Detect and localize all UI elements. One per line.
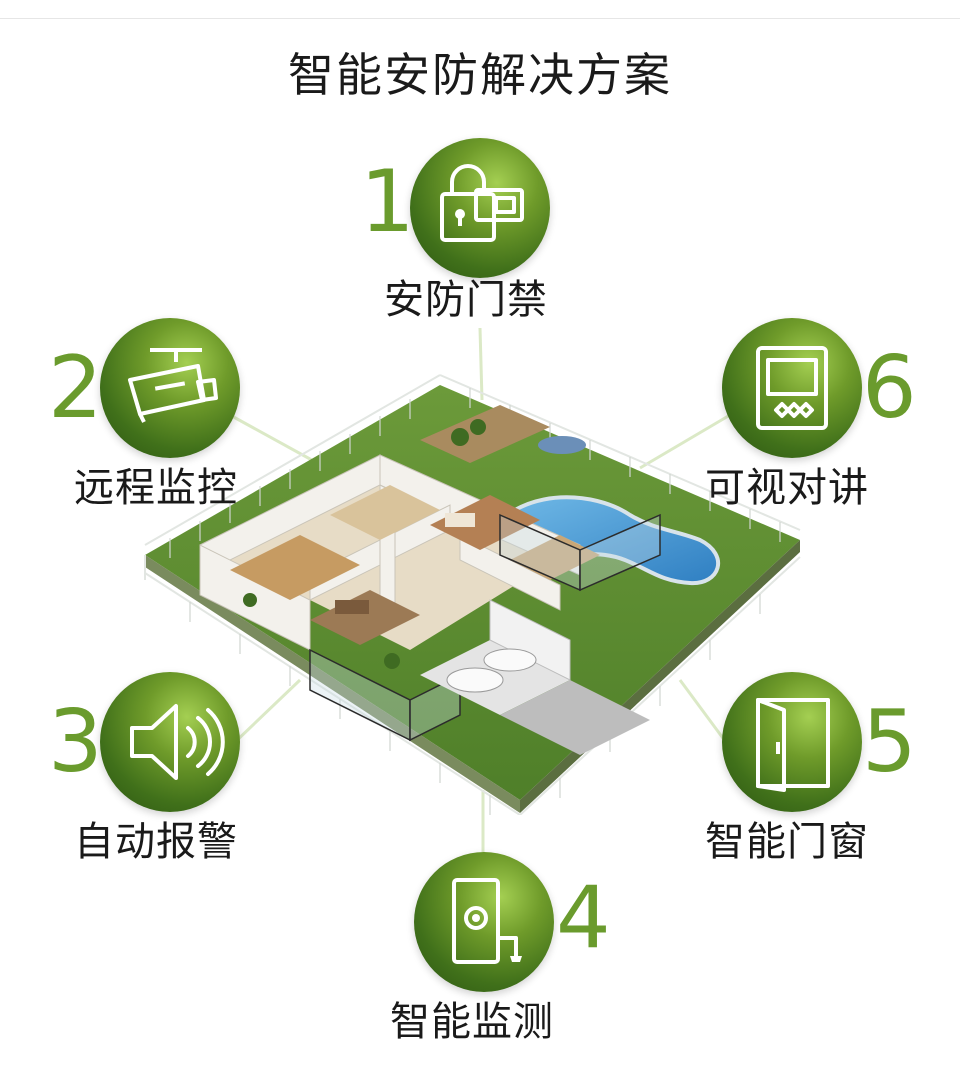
page-title: 智能安防解决方案 bbox=[288, 48, 672, 102]
auto-alarm-circle[interactable] bbox=[100, 672, 240, 812]
video-intercom-icon bbox=[756, 346, 828, 430]
feature-label-5: 智能门窗 bbox=[705, 819, 869, 865]
feature-label-1: 安防门禁 bbox=[384, 277, 548, 323]
lawn-edge-left bbox=[145, 555, 520, 813]
house-illustration bbox=[144, 374, 801, 815]
feature-number-2: 2 bbox=[48, 338, 103, 438]
connector-5 bbox=[678, 679, 730, 746]
garage-wall bbox=[489, 599, 571, 681]
smart-door-icon bbox=[756, 698, 830, 792]
remote-monitoring-circle[interactable] bbox=[100, 318, 240, 458]
feature-number-4: 4 bbox=[556, 868, 611, 968]
feature-label-6: 可视对讲 bbox=[705, 465, 869, 511]
security-camera-icon bbox=[128, 348, 218, 423]
access-control-circle[interactable] bbox=[410, 138, 550, 278]
feature-number-5: 5 bbox=[862, 692, 917, 792]
trees bbox=[243, 419, 486, 669]
umbrella bbox=[538, 436, 586, 454]
top-divider bbox=[0, 18, 960, 19]
patio-deck bbox=[420, 405, 550, 463]
connector-1 bbox=[478, 327, 484, 401]
smart-detection-circle[interactable] bbox=[414, 852, 554, 992]
driveway bbox=[500, 680, 650, 755]
feature-number-6: 6 bbox=[862, 338, 917, 438]
rooms bbox=[230, 485, 600, 645]
feature-label-4: 智能监测 bbox=[390, 999, 554, 1045]
feature-number-3: 3 bbox=[48, 692, 103, 792]
glass-walls bbox=[309, 513, 661, 742]
car-1 bbox=[446, 667, 504, 693]
sensor-detector-icon bbox=[452, 878, 522, 964]
fence-posts bbox=[169, 388, 781, 815]
smart-door-window-circle[interactable] bbox=[722, 672, 862, 812]
connector-6 bbox=[639, 413, 731, 470]
connector-3 bbox=[230, 678, 302, 747]
feature-number-1: 1 bbox=[360, 152, 415, 252]
video-intercom-circle[interactable] bbox=[722, 318, 862, 458]
lock-keycard-icon bbox=[440, 164, 524, 242]
feature-label-3: 自动报警 bbox=[74, 819, 238, 865]
feature-label-2: 远程监控 bbox=[74, 465, 238, 511]
speaker-alarm-icon bbox=[130, 704, 225, 780]
car-2 bbox=[483, 648, 537, 672]
